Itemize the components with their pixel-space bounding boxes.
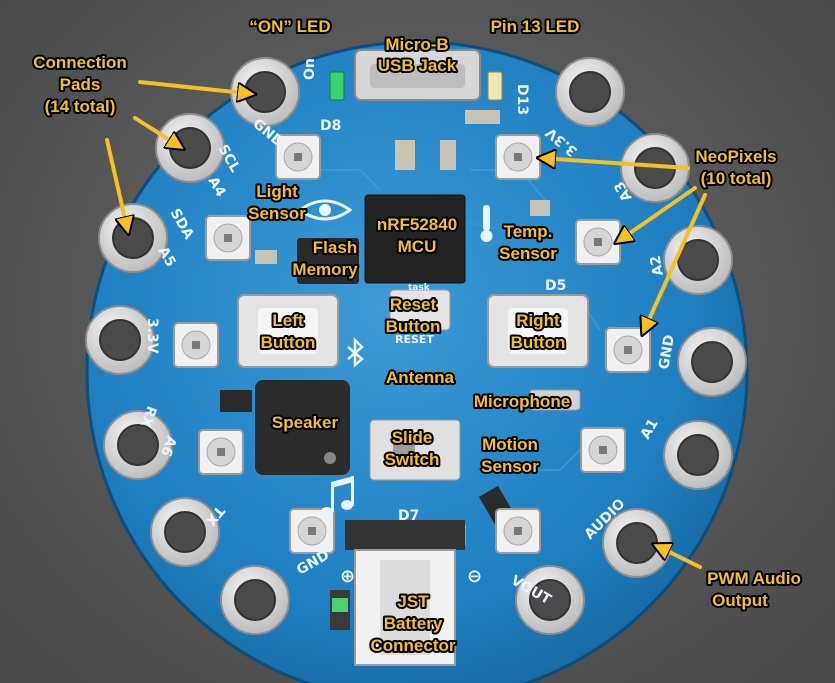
connection-pad bbox=[156, 114, 224, 182]
label-left-2: Button bbox=[261, 333, 316, 352]
label-jst-2: Battery bbox=[384, 614, 443, 633]
connection-pad bbox=[664, 421, 732, 489]
label-speaker: Speaker bbox=[272, 413, 339, 432]
label-motion-1: Motion bbox=[482, 435, 538, 454]
neopixel bbox=[496, 135, 540, 179]
label-temp-2: Sensor bbox=[499, 244, 557, 263]
label-usb-2: USB Jack bbox=[378, 56, 457, 75]
label-reset-1: Reset bbox=[390, 295, 437, 314]
on-led bbox=[330, 72, 344, 100]
label-pwm-1: PWM Audio bbox=[707, 569, 801, 588]
diode-green bbox=[332, 598, 348, 612]
plus-icon: ⊕ bbox=[340, 566, 355, 587]
neopixel bbox=[174, 323, 218, 367]
connection-pad bbox=[221, 566, 289, 634]
silk-d7: D7 bbox=[398, 508, 419, 524]
label-pwm-2: Output bbox=[712, 591, 768, 610]
label-neo-1: NeoPixels bbox=[695, 147, 776, 166]
label-usb-1: Micro-B bbox=[385, 35, 448, 54]
connection-pad bbox=[86, 306, 154, 374]
label-flash-2: Memory bbox=[292, 260, 358, 279]
label-mcu-2: MCU bbox=[398, 237, 437, 256]
label-pads-3: (14 total) bbox=[45, 97, 116, 116]
minus-icon: ⊖ bbox=[467, 566, 482, 587]
silk-task: task bbox=[408, 283, 431, 293]
label-jst-3: Connector bbox=[371, 636, 456, 655]
silk-d8: D8 bbox=[320, 118, 341, 134]
connection-pad bbox=[151, 498, 219, 566]
label-light-1: Light bbox=[256, 182, 298, 201]
label-right-2: Button bbox=[511, 333, 566, 352]
label-reset-2: Button bbox=[386, 317, 441, 336]
silk-d5: D5 bbox=[545, 278, 566, 294]
right-button bbox=[488, 295, 588, 367]
label-slide-2: Switch bbox=[385, 450, 440, 469]
connection-pad bbox=[99, 204, 167, 272]
pin13-led bbox=[488, 72, 502, 100]
label-pads-2: Pads bbox=[60, 75, 101, 94]
label-motion-2: Sensor bbox=[481, 457, 539, 476]
label-neo-2: (10 total) bbox=[701, 169, 772, 188]
label-left-1: Left bbox=[272, 311, 304, 330]
neopixel bbox=[199, 430, 243, 474]
label-slide-1: Slide bbox=[392, 428, 433, 447]
neopixel bbox=[206, 216, 250, 260]
neopixel bbox=[496, 509, 540, 553]
label-light-2: Sensor bbox=[248, 204, 306, 223]
left-button bbox=[238, 295, 338, 367]
connection-pad bbox=[678, 328, 746, 396]
label-right-1: Right bbox=[516, 311, 560, 330]
label-mcu-1: nRF52840 bbox=[377, 215, 457, 234]
label-flash-1: Flash bbox=[313, 238, 357, 257]
connection-pad bbox=[556, 58, 624, 126]
label-pin13: Pin 13 LED bbox=[491, 17, 580, 36]
label-microphone: Microphone bbox=[474, 392, 570, 411]
label-jst-1: JST bbox=[397, 592, 429, 611]
neopixel bbox=[581, 428, 625, 472]
label-temp-1: Temp. bbox=[504, 222, 553, 241]
silk-3v3-left: 3.3V bbox=[144, 318, 160, 354]
neopixel bbox=[576, 220, 620, 264]
label-antenna: Antenna bbox=[386, 368, 455, 387]
label-pads-1: Connection bbox=[33, 53, 127, 72]
silk-d13: D13 bbox=[514, 84, 530, 115]
label-on-led: “ON” LED bbox=[249, 17, 330, 36]
silk-on: On bbox=[302, 58, 318, 80]
